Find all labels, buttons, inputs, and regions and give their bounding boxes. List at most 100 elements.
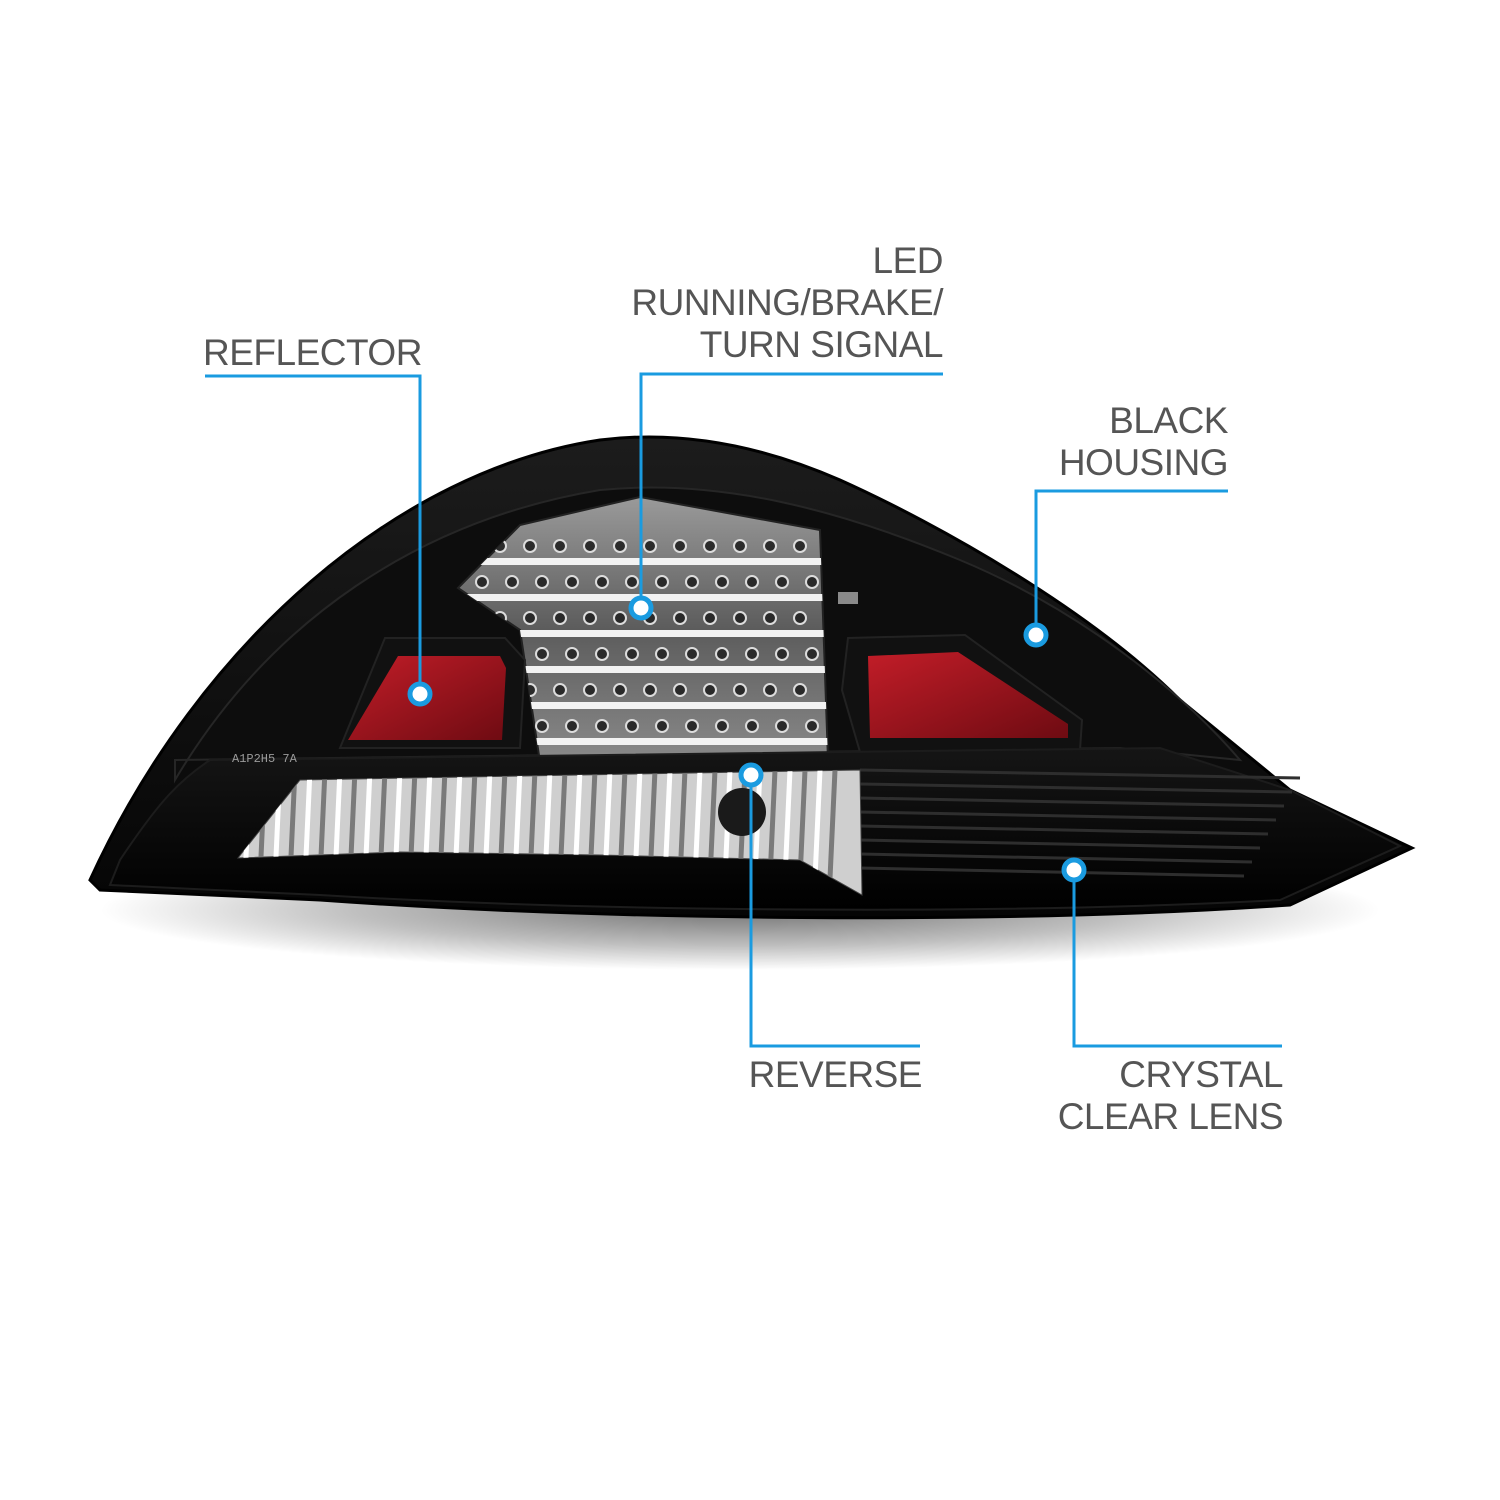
led-diode: [625, 719, 639, 733]
led-diode: [685, 719, 699, 733]
led-diode: [793, 539, 807, 553]
led-diode: [805, 719, 819, 733]
black-housing-callout-dot: [1023, 622, 1049, 648]
callout-black-housing: BLACK HOUSING: [1058, 400, 1229, 484]
callout-led-line-2: RUNNING/BRAKE/: [631, 282, 943, 323]
led-diode: [583, 611, 597, 625]
led-diode: [673, 611, 687, 625]
housing-marker: [838, 592, 858, 604]
led-diode: [703, 683, 717, 697]
led-light-bar: [458, 702, 828, 709]
callout-crystal-lens-line-2: CLEAR LENS: [1057, 1096, 1284, 1137]
callout-crystal-lens-line-1: CRYSTAL: [1119, 1054, 1283, 1095]
led-diode: [733, 539, 747, 553]
callout-led: LED RUNNING/BRAKE/ TURN SIGNAL: [631, 240, 943, 366]
led-diode: [793, 683, 807, 697]
crystal-lens-callout-dot: [1061, 857, 1087, 883]
led-diode: [535, 719, 549, 733]
led-diode: [685, 575, 699, 589]
lens-ridge: [859, 866, 1245, 878]
led-diode: [763, 683, 777, 697]
reflector-leader-line: [205, 374, 422, 693]
led-diode: [535, 647, 549, 661]
led-diode: [715, 575, 729, 589]
led-diode: [613, 539, 627, 553]
led-diode: [625, 575, 639, 589]
led-light-bar: [458, 630, 828, 637]
led-diode: [745, 575, 759, 589]
led-diode: [505, 575, 519, 589]
lens-ridge: [859, 768, 1301, 780]
led-diode: [685, 647, 699, 661]
led-diode: [553, 683, 567, 697]
led-diode: [775, 647, 789, 661]
lens-ridge: [859, 838, 1261, 850]
led-diode: [595, 719, 609, 733]
led-light-bar: [458, 666, 828, 673]
led-diode: [733, 683, 747, 697]
led-diode: [595, 575, 609, 589]
led-diode: [733, 611, 747, 625]
led-diode: [655, 647, 669, 661]
led-diode: [703, 539, 717, 553]
led-diode: [673, 683, 687, 697]
lens-ridge: [859, 796, 1285, 808]
callout-black-housing-line-2: HOUSING: [1058, 442, 1229, 483]
led-diode: [745, 647, 759, 661]
callout-led-line-1: LED: [872, 240, 944, 281]
callout-reflector-line: REFLECTOR: [203, 332, 422, 373]
lens-ridge: [859, 810, 1277, 822]
led-light-bar: [458, 738, 828, 745]
led-diode: [595, 647, 609, 661]
led-diode: [475, 575, 489, 589]
led-diode: [703, 611, 717, 625]
led-diode: [793, 611, 807, 625]
callout-crystal-lens: CRYSTAL CLEAR LENS: [1057, 1054, 1284, 1138]
reverse-leader-line: [749, 775, 920, 1048]
led-diode: [775, 575, 789, 589]
led-diode: [583, 683, 597, 697]
led-diode: [643, 683, 657, 697]
reflector-callout-dot: [407, 681, 433, 707]
led-diode: [553, 611, 567, 625]
led-diode: [565, 719, 579, 733]
led-diode: [805, 647, 819, 661]
black-housing-leader-line: [1034, 489, 1228, 634]
led-diode: [655, 719, 669, 733]
crystal-lens-leader-line: [1072, 870, 1282, 1048]
led-diode: [625, 647, 639, 661]
led-diode: [643, 539, 657, 553]
led-diode: [655, 575, 669, 589]
led-diode: [553, 539, 567, 553]
led-diode: [535, 575, 549, 589]
lens-ridge: [859, 824, 1269, 836]
led-diode: [523, 611, 537, 625]
led-diode: [715, 719, 729, 733]
lens-ridge: [859, 782, 1293, 794]
right-reflector-lens: [868, 652, 1068, 738]
led-callout-dot: [628, 595, 654, 621]
led-diode: [613, 683, 627, 697]
led-diode: [613, 611, 627, 625]
led-diode: [565, 647, 579, 661]
callout-led-line-3: TURN SIGNAL: [699, 324, 944, 365]
lens-ridge: [859, 852, 1253, 864]
led-diode: [805, 575, 819, 589]
lens-marking: A1P2H5 7A: [232, 752, 298, 766]
led-diode: [673, 539, 687, 553]
led-diode: [715, 647, 729, 661]
callout-black-housing-line-1: BLACK: [1109, 400, 1228, 441]
led-diode: [523, 539, 537, 553]
led-diode: [763, 539, 777, 553]
callout-reverse-line: REVERSE: [748, 1054, 923, 1095]
led-diode: [763, 611, 777, 625]
callout-reverse: REVERSE: [748, 1054, 923, 1096]
led-diode: [565, 575, 579, 589]
led-diode: [745, 719, 759, 733]
callout-reflector: REFLECTOR: [203, 332, 422, 374]
led-leader-line: [639, 372, 943, 607]
led-diode: [583, 539, 597, 553]
led-diode: [775, 719, 789, 733]
reverse-bulb-socket: [718, 788, 766, 836]
